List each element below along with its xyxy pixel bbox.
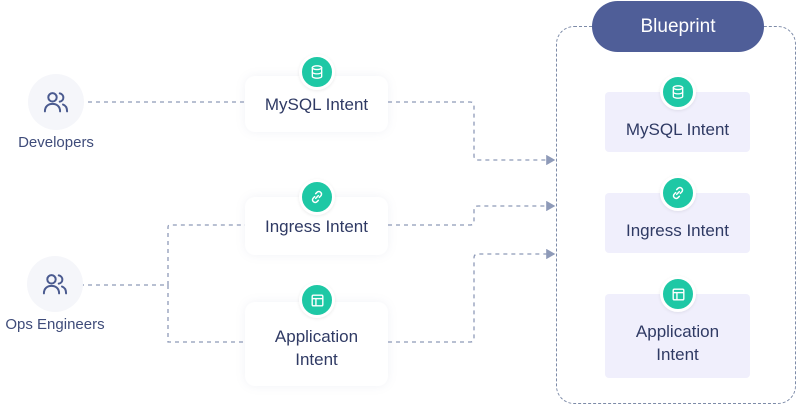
users-icon xyxy=(28,74,84,130)
link-icon xyxy=(299,179,335,215)
layout-icon xyxy=(299,282,335,318)
blueprint-title: Blueprint xyxy=(592,1,764,52)
layout-icon xyxy=(660,276,696,312)
connector-ingress-blueprint xyxy=(388,200,556,226)
intent-label: MySQL Intent xyxy=(264,94,369,114)
actor-label: Developers xyxy=(18,134,94,151)
database-icon xyxy=(299,54,335,90)
users-icon xyxy=(27,256,83,312)
intent-ingress: Ingress Intent xyxy=(245,197,388,255)
actor-ops-engineers: Ops Engineers xyxy=(0,256,110,333)
intent-label: Ingress Intent xyxy=(264,216,368,236)
link-icon xyxy=(660,175,696,211)
connector-application-blueprint xyxy=(388,248,556,343)
blueprint-item-ingress: Ingress Intent xyxy=(605,193,750,253)
connector-mysql-blueprint xyxy=(388,101,556,166)
actor-label: Ops Engineers xyxy=(5,316,105,333)
database-icon xyxy=(660,74,696,110)
connector-ops-ingress xyxy=(167,224,245,285)
intent-label: Application Intent xyxy=(274,327,359,369)
blueprint-item-label: Application Intent xyxy=(635,322,720,364)
blueprint-item-label: Ingress Intent xyxy=(625,220,729,240)
blueprint-item-label: MySQL Intent xyxy=(625,119,730,139)
connector-ops-application xyxy=(167,285,245,343)
actor-developers: Developers xyxy=(6,74,106,151)
